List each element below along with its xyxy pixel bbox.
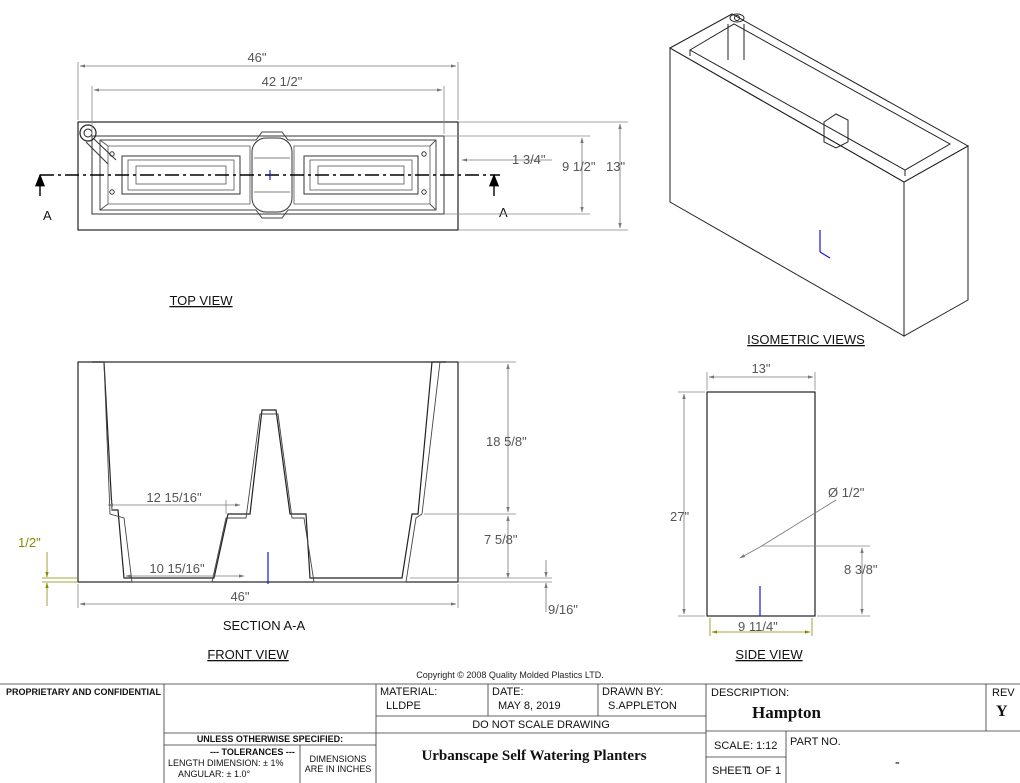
front-view-label: FRONT VIEW — [207, 647, 289, 662]
tb-product: Urbanscape Self Watering Planters — [421, 748, 646, 764]
tb-dimensions-2: ARE IN INCHES — [305, 764, 372, 774]
dim-side-hole: Ø 1/2" — [828, 485, 865, 500]
tb-rev-value: Y — [996, 703, 1008, 720]
tb-part-value: - — [895, 755, 900, 770]
tb-no-scale: DO NOT SCALE DRAWING — [472, 719, 610, 731]
dim-side-hole-height: 8 3/8" — [844, 562, 878, 577]
side-view-label: SIDE VIEW — [735, 647, 803, 662]
tb-proprietary: PROPRIETARY AND CONFIDENTIAL — [6, 687, 162, 697]
section-view: 12 15/16" 10 15/16" 18 5/8" 7 5/8" 9/16"… — [18, 361, 578, 662]
section-outline — [77, 361, 459, 583]
section-title: SECTION A-A — [223, 618, 306, 633]
dim-top-width-inner: 9 1/2" — [562, 159, 596, 174]
top-view: A A 46" 42 1/2" 13" 9 1/2" 1 3/4" TOP VI… — [34, 50, 628, 308]
iso-side-face — [903, 145, 969, 337]
tb-material-label: MATERIAL: — [380, 686, 437, 698]
tb-angular-tol: ANGULAR: ± 1.0° — [178, 769, 250, 779]
section-mark-right: A — [499, 205, 508, 220]
dim-top-inner: 42 1/2" — [262, 74, 303, 89]
tb-tolerances: --- TOLERANCES --- — [210, 747, 295, 757]
isometric-label: ISOMETRIC VIEWS — [747, 332, 865, 347]
tb-length-tol: LENGTH DIMENSION: ± 1% — [168, 758, 283, 768]
tb-drawn-by-label: DRAWN BY: — [602, 686, 663, 698]
side-view-outline — [706, 391, 816, 617]
tb-of-label: OF — [756, 765, 772, 777]
dim-section-bottom-gap: 9/16" — [548, 602, 578, 617]
dim-section-base: 10 15/16" — [149, 561, 205, 576]
dim-side-width: 13" — [751, 361, 770, 376]
tb-dimensions-1: DIMENSIONS — [309, 754, 366, 764]
dim-top-width: 13" — [606, 159, 625, 174]
copyright: Copyright © 2008 Quality Molded Plastics… — [416, 670, 604, 680]
top-view-outline — [77, 121, 459, 231]
tb-part-label: PART NO. — [790, 736, 841, 748]
tb-scale-value: 1:12 — [756, 740, 777, 752]
tb-sheet-label: SHEET — [712, 765, 749, 777]
tb-unless: UNLESS OTHERWISE SPECIFIED: — [197, 734, 343, 744]
dim-top-overall: 46" — [247, 50, 266, 65]
side-view: 13" 27" Ø 1/2" 8 3/8" 9 11/4" SIDE VIEW — [670, 361, 878, 662]
top-view-fill-tube — [79, 124, 97, 142]
dim-side-height: 27" — [670, 509, 689, 524]
dim-section-overall: 46" — [230, 589, 249, 604]
tb-description-label: DESCRIPTION: — [711, 687, 789, 699]
tb-sheet-value: 1 — [746, 765, 752, 777]
dim-section-reservoir: 12 15/16" — [146, 490, 202, 505]
tb-of-value: 1 — [775, 765, 781, 777]
title-block — [0, 683, 1020, 783]
section-inner-profile — [92, 361, 446, 579]
isometric-view — [668, 13, 970, 337]
dim-section-upper: 18 5/8" — [486, 434, 527, 449]
dim-top-offset: 1 3/4" — [512, 152, 546, 167]
dim-section-lower: 7 5/8" — [484, 532, 518, 547]
tb-description-value: Hampton — [752, 703, 822, 722]
tb-scale-label: SCALE: — [714, 740, 753, 752]
dim-side-base: 9 11/4" — [738, 619, 778, 634]
tb-rev-label: REV — [992, 687, 1015, 699]
tb-date-value: MAY 8, 2019 — [498, 700, 561, 712]
top-view-label: TOP VIEW — [169, 293, 233, 308]
tb-drawn-by-value: S.APPLETON — [608, 700, 677, 712]
tb-material-value: LLDPE — [386, 700, 421, 712]
iso-front-face — [669, 47, 905, 337]
dim-section-floor: 1/2" — [18, 535, 41, 550]
iso-top-face — [668, 13, 970, 183]
tb-date-label: DATE: — [492, 686, 524, 698]
section-mark-left: A — [43, 208, 52, 223]
